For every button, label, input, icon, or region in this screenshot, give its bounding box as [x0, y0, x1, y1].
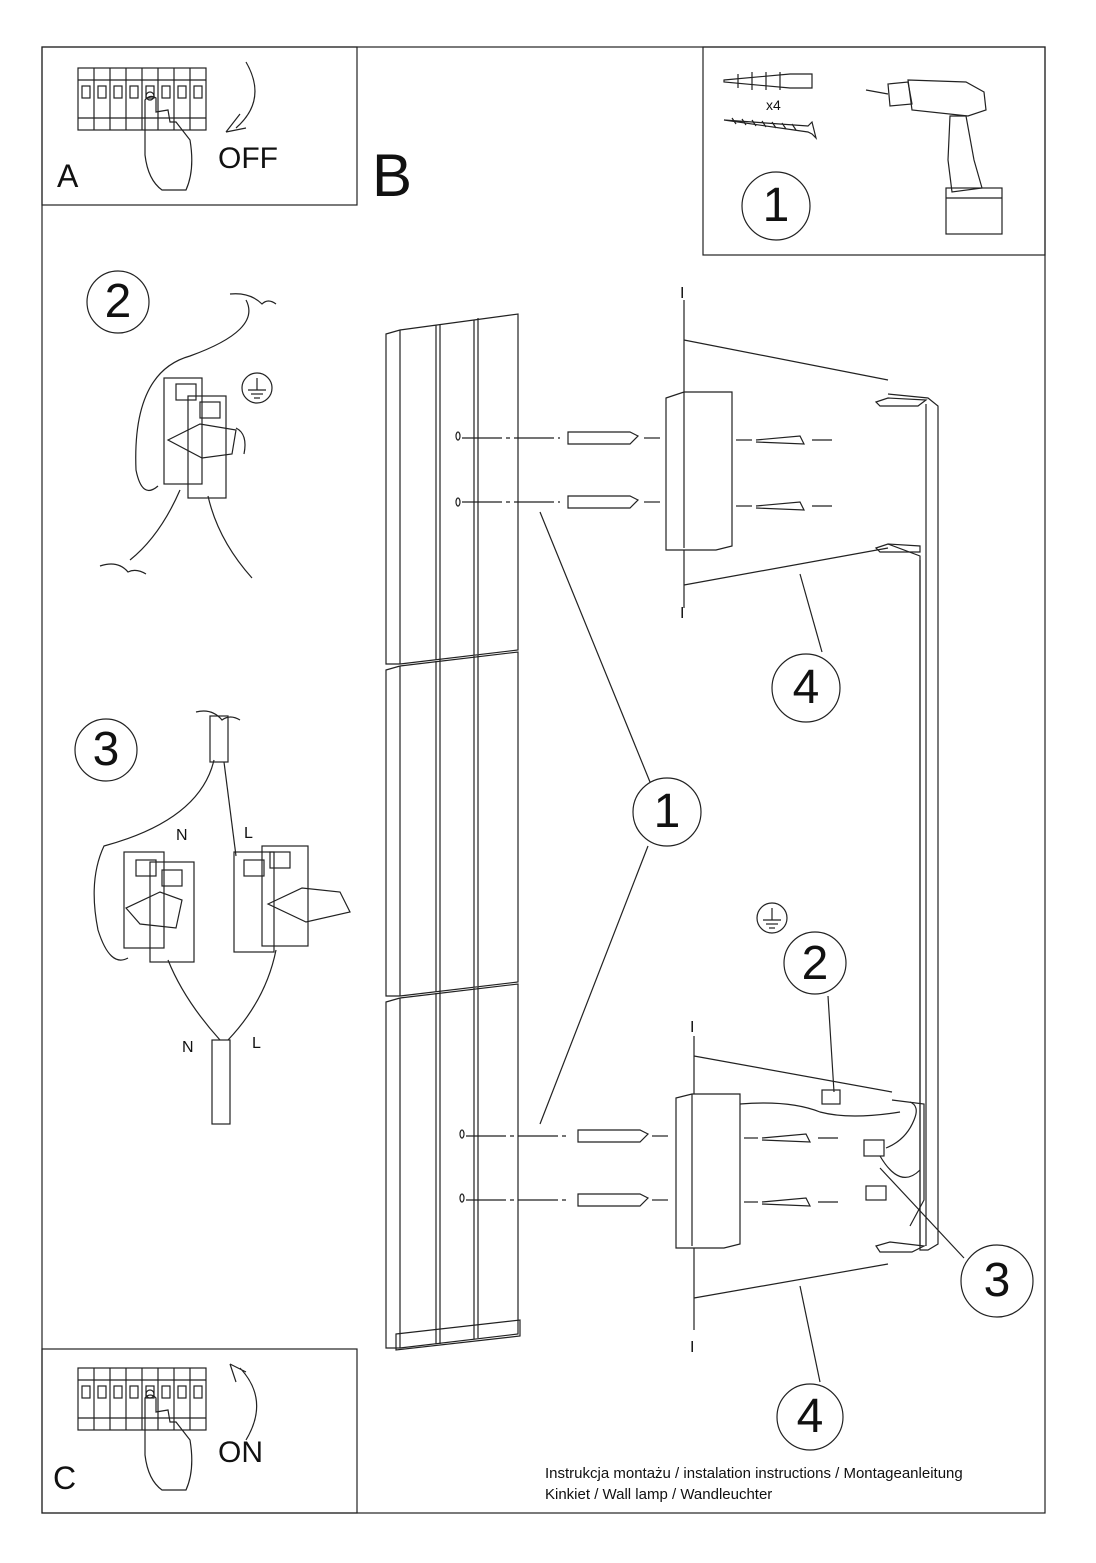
callout-2-badge — [783, 931, 847, 995]
arrow-down-icon — [225, 61, 256, 133]
callout-3: 3 — [983, 1254, 1011, 1307]
callout-4-bottom: 4 — [796, 1390, 824, 1443]
step-3-badge — [74, 718, 138, 782]
panel-c-box — [41, 1348, 358, 1514]
panel-a-box — [41, 46, 358, 206]
wall-plug-icon — [723, 72, 813, 90]
panel-c-letter: C — [53, 1460, 77, 1496]
ground-symbol-icon — [241, 372, 273, 404]
drill-icon — [865, 79, 1003, 235]
wall-plate — [874, 393, 939, 1253]
bottom-mounting-bracket — [466, 1036, 921, 1330]
marker-bottom-upper: I — [690, 1019, 695, 1036]
step-2-badge — [86, 270, 150, 334]
marker-bottom-lower: I — [690, 1339, 695, 1356]
terminal-block-step2 — [99, 293, 277, 579]
wiring-step2-number: 2 — [104, 275, 132, 328]
screw-icon — [723, 117, 818, 140]
marker-top-upper: I — [680, 285, 685, 302]
callout-1-badge — [632, 777, 702, 847]
callout-4-top-badge — [771, 653, 841, 723]
breaker-panel-on-icon — [77, 1367, 207, 1491]
caption-line-2: Kinkiet / Wall lamp / Wandleuchter — [545, 1486, 773, 1503]
ground-symbol-icon — [756, 902, 788, 934]
wire-connector-icon — [821, 1089, 841, 1105]
breaker-panel-off-icon — [77, 67, 207, 191]
panel-tools-box — [702, 46, 1046, 256]
top-mounting-bracket — [462, 300, 889, 608]
panel-b-letter: B — [372, 142, 413, 209]
neutral-label-bottom: N — [182, 1039, 194, 1056]
caption: Instrukcja montażu / instalation instruc… — [545, 1466, 963, 1508]
marker-top-lower: I — [680, 605, 685, 622]
neutral-label-top: N — [176, 827, 188, 844]
callout-3-badge — [960, 1244, 1034, 1318]
live-label-bottom: L — [252, 1035, 261, 1052]
arrow-up-icon — [229, 1363, 258, 1441]
callout-4-top: 4 — [792, 661, 820, 714]
wire-connector-icon — [863, 1139, 885, 1157]
leader-lines — [539, 511, 965, 1383]
panel-c-state: ON — [218, 1436, 263, 1469]
live-label-top: L — [244, 825, 253, 842]
terminal-blocks-step3 — [93, 710, 351, 1125]
caption-line-1: Instrukcja montażu / instalation instruc… — [545, 1465, 963, 1482]
panel-a-state: OFF — [218, 142, 278, 175]
lamp-body — [385, 313, 521, 1351]
panel-a-letter: A — [57, 158, 79, 194]
wire-connector-icon — [865, 1185, 887, 1201]
step-1-badge — [741, 171, 811, 241]
tools-step-number: 1 — [762, 179, 790, 232]
sheet-border — [41, 46, 1046, 1514]
callout-4-bottom-badge — [776, 1383, 844, 1451]
wiring-step3-number: 3 — [92, 723, 120, 776]
callout-1: 1 — [653, 785, 681, 838]
anchor-quantity: x4 — [766, 97, 781, 113]
callout-2: 2 — [801, 937, 829, 990]
